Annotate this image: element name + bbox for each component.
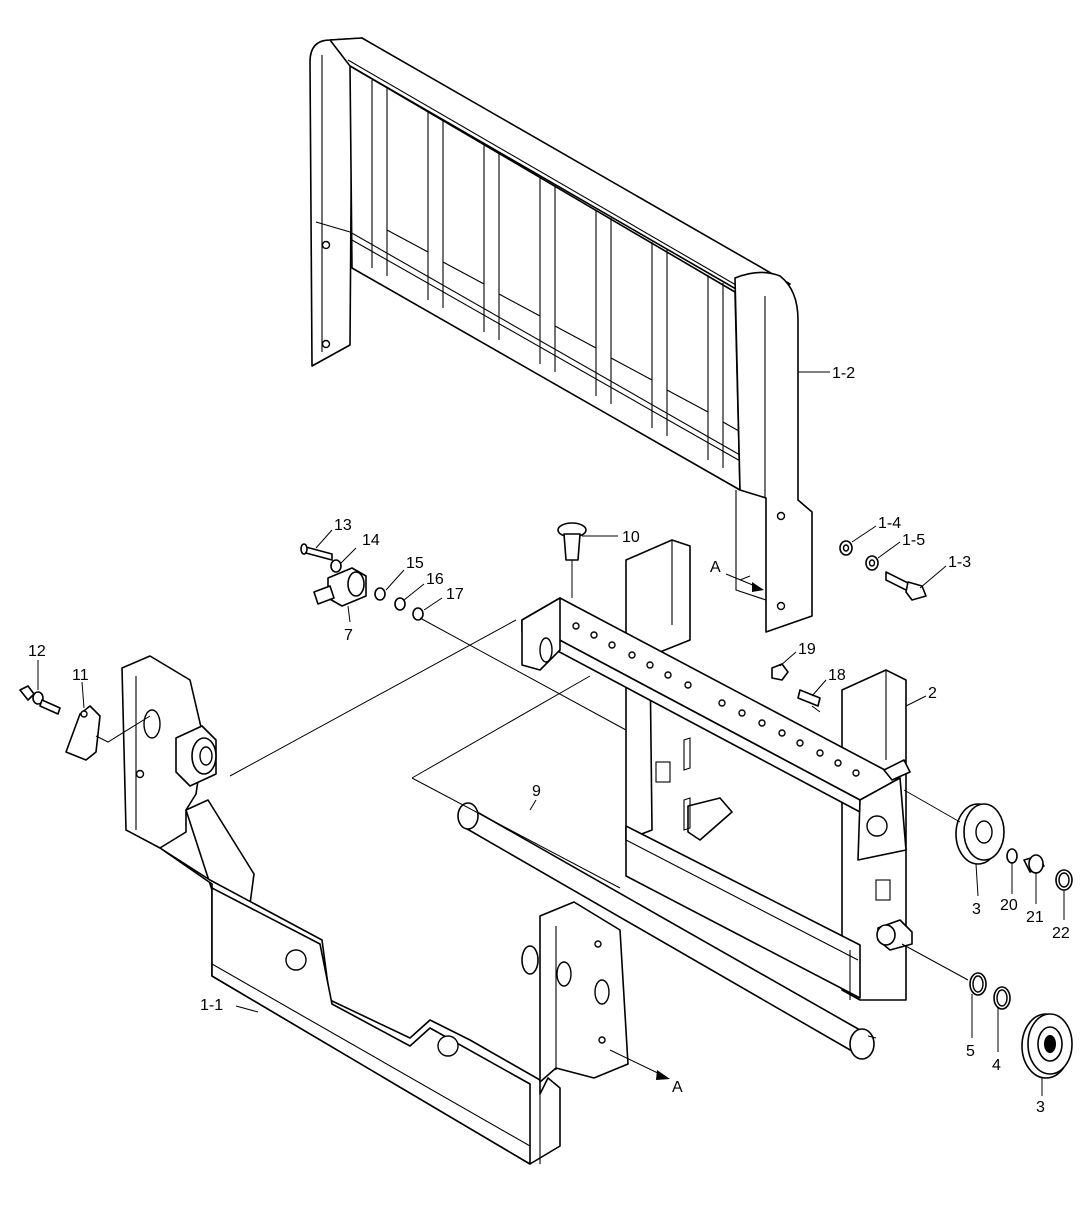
washer-14 <box>330 559 342 573</box>
washer-20 <box>1006 848 1018 864</box>
shim-5 <box>969 972 987 996</box>
callout-9: 9 <box>532 783 541 800</box>
callout-5: 5 <box>966 1043 975 1060</box>
frame-1-1 <box>121 655 629 1165</box>
callout-22: 22 <box>1052 925 1070 942</box>
load-backrest-1-2 <box>309 37 813 633</box>
callout-15: 15 <box>406 555 424 572</box>
bolt-1-3 <box>885 571 927 601</box>
assembly-lines <box>95 575 969 1039</box>
spacer-21 <box>1023 854 1045 874</box>
washer-15 <box>374 587 386 601</box>
callout-21: 21 <box>1026 909 1044 926</box>
washer-1-4 <box>839 540 853 556</box>
callout-19: 19 <box>798 641 816 658</box>
carriage-2 <box>521 539 913 1001</box>
pin-10 <box>557 522 587 598</box>
callout-12: 12 <box>28 643 46 660</box>
callout-11: 11 <box>72 667 89 684</box>
lock-washer-1-5 <box>865 555 879 571</box>
callout-3-lower: 3 <box>1036 1099 1045 1116</box>
callout-17: 17 <box>446 586 464 603</box>
cover-plate-11 <box>65 705 101 761</box>
callout-labels: 1-2 1-4 1-5 1-3 10 13 14 15 16 17 7 12 1… <box>28 365 1070 1116</box>
callout-20: 20 <box>1000 897 1018 914</box>
view-a-arrow-top <box>725 573 764 592</box>
bolt-12 <box>19 685 61 715</box>
callout-1-5: 1-5 <box>902 532 925 549</box>
nut-19 <box>771 663 789 681</box>
callout-14: 14 <box>362 532 380 549</box>
washer-16 <box>394 597 406 611</box>
callout-10: 10 <box>622 529 640 546</box>
callout-1-2: 1-2 <box>832 365 855 382</box>
callout-7: 7 <box>344 627 353 644</box>
callout-3-upper: 3 <box>972 901 981 918</box>
washer-17 <box>412 607 424 621</box>
view-a-arrow-bottom <box>609 1049 670 1080</box>
callout-18: 18 <box>828 667 846 684</box>
set-screw-18 <box>797 689 821 707</box>
callout-1-1: 1-1 <box>200 997 223 1014</box>
callout-16: 16 <box>426 571 444 588</box>
callout-13: 13 <box>334 517 352 534</box>
callout-4: 4 <box>992 1057 1001 1074</box>
shim-4 <box>993 986 1011 1010</box>
fork-position-holes <box>572 622 860 777</box>
bolt-13 <box>300 543 333 561</box>
callout-2: 2 <box>928 685 937 702</box>
leader-lines <box>37 371 1065 1096</box>
snap-ring-22 <box>1055 869 1073 891</box>
shaft-9 <box>457 802 875 1060</box>
view-a-label-bottom: A <box>672 1079 683 1096</box>
callout-1-4: 1-4 <box>878 515 901 532</box>
roller-3-upper <box>955 803 1005 865</box>
roller-3-lower <box>1021 1013 1073 1079</box>
callout-1-3: 1-3 <box>948 554 971 571</box>
block-7 <box>313 567 367 607</box>
view-a-label-top: A <box>710 559 721 576</box>
